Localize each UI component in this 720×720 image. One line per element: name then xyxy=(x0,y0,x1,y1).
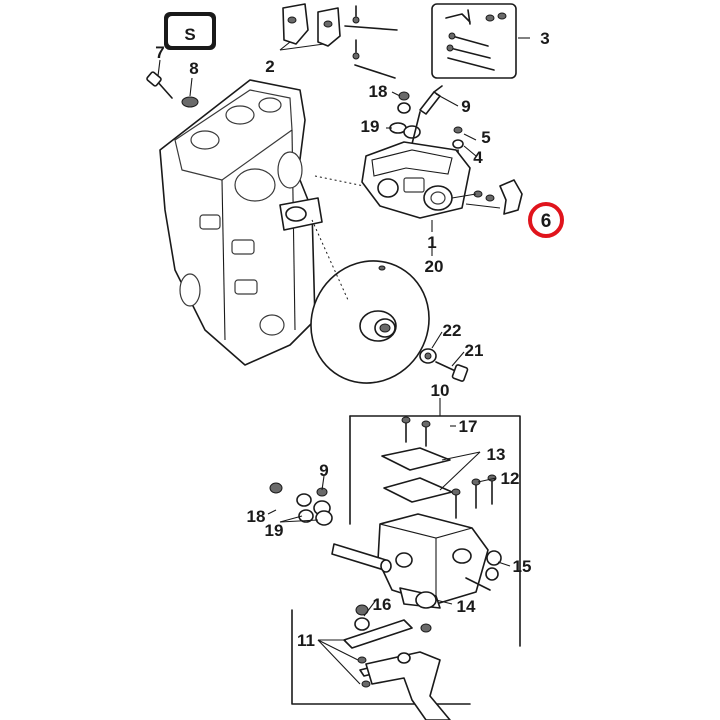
leader-lines xyxy=(157,37,530,685)
control-block xyxy=(377,513,489,605)
label-19-upper: 19 xyxy=(361,117,380,136)
label-16: 16 xyxy=(373,595,392,614)
label-8: 8 xyxy=(189,59,198,78)
label-11: 11 xyxy=(297,631,315,650)
bracket-2 xyxy=(282,3,341,47)
brand-logo: S xyxy=(164,12,216,50)
label-14: 14 xyxy=(457,597,476,616)
linkage-rods xyxy=(344,5,398,79)
label-22: 22 xyxy=(443,321,462,340)
highlight-ring-6 xyxy=(528,202,564,238)
transmission-housing xyxy=(159,79,323,366)
label-3: 3 xyxy=(540,29,549,48)
bolts-12 xyxy=(451,474,497,519)
plate-13-lower xyxy=(383,477,453,503)
shaft xyxy=(331,543,392,573)
spring-16 xyxy=(354,604,370,631)
label-20: 20 xyxy=(425,257,444,276)
disc-20 xyxy=(310,219,430,384)
label-19-lower: 19 xyxy=(265,521,284,540)
label-18-lower: 18 xyxy=(247,507,266,526)
washer-22 xyxy=(419,348,437,364)
label-10: 10 xyxy=(431,381,450,400)
label-21: 21 xyxy=(465,341,484,360)
label-12: 12 xyxy=(501,469,520,488)
cover-6 xyxy=(451,179,523,215)
valve-body-1 xyxy=(314,141,471,219)
bolt-21 xyxy=(435,361,469,382)
label-13: 13 xyxy=(487,445,506,464)
fittings-upper xyxy=(389,85,443,145)
label-1: 1 xyxy=(427,233,436,252)
fittings-lower xyxy=(269,482,333,526)
shift-lever xyxy=(365,651,451,720)
label-18-upper: 18 xyxy=(369,82,388,101)
label-6: 6 xyxy=(541,211,552,232)
bolt-7 xyxy=(146,71,173,99)
label-15: 15 xyxy=(513,557,532,576)
screws-17 xyxy=(401,416,431,447)
hardware-kit-3 xyxy=(431,3,517,79)
label-17: 17 xyxy=(459,417,478,436)
bushings-15 xyxy=(465,550,502,591)
label-7: 7 xyxy=(155,43,164,62)
lower-assembly-frame xyxy=(291,415,521,705)
label-5: 5 xyxy=(481,128,490,147)
callout-labels: 7 8 2 3 18 9 19 5 4 6 1 20 22 21 10 17 1… xyxy=(155,29,564,650)
label-9-upper: 9 xyxy=(461,97,470,116)
nut-8 xyxy=(181,96,199,108)
lever-14 xyxy=(399,587,441,633)
label-9-lower: 9 xyxy=(319,461,328,480)
plate-13-upper xyxy=(381,447,451,471)
label-4: 4 xyxy=(473,148,483,167)
logo-letter: S xyxy=(184,25,195,44)
label-2: 2 xyxy=(265,57,274,76)
